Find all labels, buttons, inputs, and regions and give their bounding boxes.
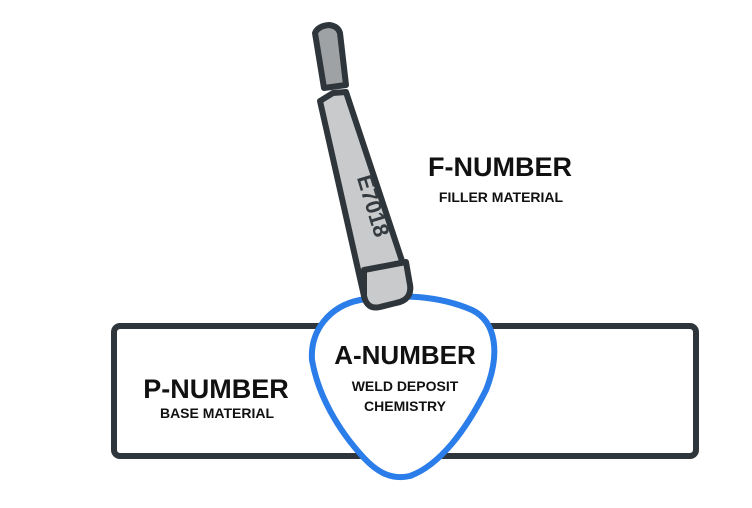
f-number-subtitle: FILLER MATERIAL: [439, 189, 564, 205]
a-number-subtitle-line1: WELD DEPOSIT: [352, 378, 459, 394]
electrode-stub: [312, 22, 349, 91]
a-number-title: A-NUMBER: [334, 340, 476, 370]
p-number-title: P-NUMBER: [143, 374, 289, 404]
electrode-tip: [361, 259, 414, 311]
f-number-title: F-NUMBER: [428, 152, 572, 182]
a-number-subtitle-line2: CHEMISTRY: [364, 398, 447, 414]
p-number-subtitle: BASE MATERIAL: [160, 405, 275, 421]
weld-deposit-outline: [308, 293, 498, 480]
